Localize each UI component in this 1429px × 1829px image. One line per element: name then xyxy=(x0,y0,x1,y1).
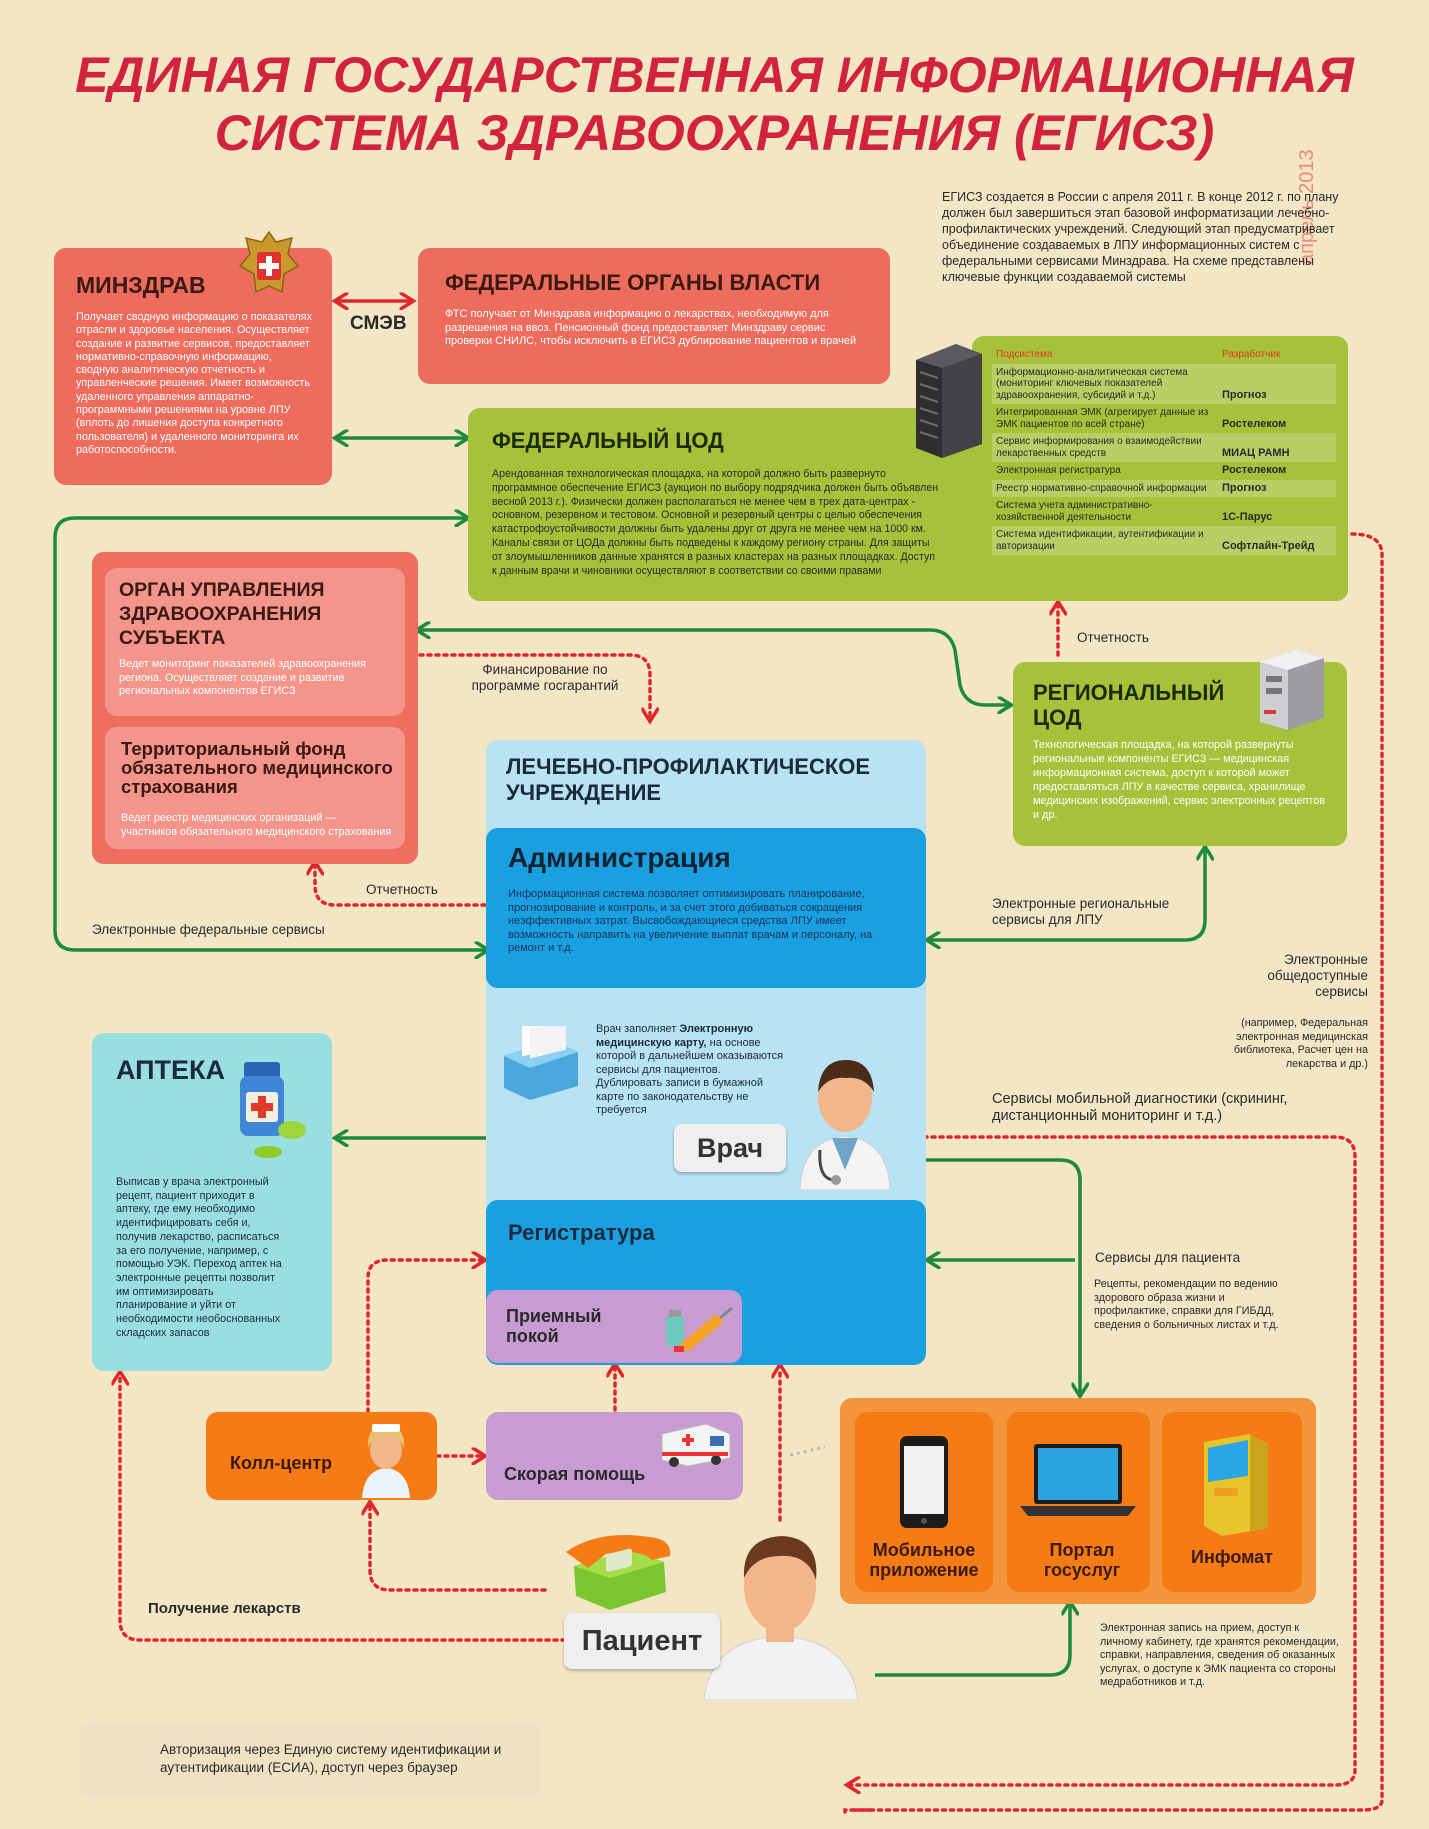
subsystems-panel: Подсистема Разработчик Информационно-ана… xyxy=(972,336,1348,601)
patient-services-label: Сервисы для пациента xyxy=(1095,1250,1241,1265)
regional-dpc-title: РЕГИОНАЛЬНЫЙ ЦОД xyxy=(1033,680,1225,730)
registry-title: Регистратура xyxy=(508,1220,655,1245)
doctor-label: Врач xyxy=(674,1124,786,1172)
subsystem-name: Система учета административно-хозяйствен… xyxy=(996,500,1153,523)
pharmacy-title: АПТЕКА xyxy=(116,1055,226,1085)
table-row: Электронная регистратура Ростелеком xyxy=(992,462,1336,480)
infomat-label: Инфомат xyxy=(1191,1547,1273,1567)
page-title: ЕДИНАЯ ГОСУДАРСТВЕННАЯ ИНФОРМАЦИОННАЯ СИ… xyxy=(0,46,1429,162)
doctor-text-prefix: Врач заполняет xyxy=(596,1023,680,1035)
doctor-text-bold: Электронную медицинскую карту, xyxy=(596,1023,754,1049)
federal-authorities-box: ФЕДЕРАЛЬНЫЕ ОРГАНЫ ВЛАСТИ ФТС получает о… xyxy=(418,248,890,384)
federal-dpc-text: Арендованная технологическая площадка, н… xyxy=(492,468,939,577)
subsystem-name: Информационно-аналитическая система (мон… xyxy=(992,363,1218,404)
regional-authority-title: ОРГАН УПРАВЛЕНИЯ ЗДРАВООХРАНЕНИЯ СУБЪЕКТ… xyxy=(119,579,325,649)
infomat-icon xyxy=(1204,1434,1268,1536)
regional-authority-box: ОРГАН УПРАВЛЕНИЯ ЗДРАВООХРАНЕНИЯ СУБЪЕКТ… xyxy=(105,568,405,716)
subsystems-table: Подсистема Разработчик Информационно-ана… xyxy=(992,346,1336,555)
ambulance-label: Скорая помощь xyxy=(504,1464,646,1484)
subsystem-developer: Софтлайн-Трейд xyxy=(1218,526,1336,555)
smartphone-icon xyxy=(900,1436,948,1528)
regional-dpc-box: РЕГИОНАЛЬНЫЙ ЦОД Технологическая площадк… xyxy=(1013,662,1347,846)
table-row: Система учета административно-хозяйствен… xyxy=(992,497,1336,526)
doctor-text: Врач заполняет Электронную медицинскую к… xyxy=(596,1023,786,1118)
table-row: Интегрированная ЭМК (агрегирует данные и… xyxy=(992,404,1336,433)
intro-text: ЕГИСЗ создается в России с апреля 2011 г… xyxy=(942,190,1339,284)
subsystem-developer: Ростелеком xyxy=(1222,417,1287,430)
call-center-label: Колл-центр xyxy=(230,1453,333,1473)
subsystem-developer: Прогноз xyxy=(1218,363,1336,404)
mobile-app-label: Мобильное приложение xyxy=(869,1540,979,1580)
mobile-diagnostics-label: Сервисы мобильной диагностики (скрининг,… xyxy=(992,1091,1288,1124)
minzdrav-text: Получает сводную информацию о показателя… xyxy=(76,311,313,456)
reporting-label-left: Отчетность xyxy=(366,882,438,897)
syringe-icon xyxy=(666,1306,733,1352)
subsystems-header-developer: Разработчик xyxy=(1222,349,1281,360)
patient-icon xyxy=(703,1536,859,1700)
regional-authority-text: Ведет мониторинг показателей здравоохран… xyxy=(119,658,367,697)
subsystem-name: Система идентификации, аутентификации и … xyxy=(992,526,1218,555)
nurse-icon xyxy=(362,1424,410,1498)
table-row: Информационно-аналитическая система (мон… xyxy=(992,363,1336,404)
legend-text: Авторизация через Единую систему идентиф… xyxy=(160,1742,502,1775)
pharmacy-box: АПТЕКА Выписав у врача электронный рецеп… xyxy=(92,1033,332,1371)
federal-services-label: Электронные федеральные сервисы xyxy=(92,922,325,937)
admin-box: Администрация Информационная система поз… xyxy=(486,828,926,988)
lpu-title: ЛЕЧЕБНО-ПРОФИЛАКТИЧЕСКОЕ УЧРЕЖДЕНИЕ xyxy=(506,754,871,805)
table-row: Система идентификации, аутентификации и … xyxy=(992,526,1336,555)
federal-authorities-title: ФЕДЕРАЛЬНЫЕ ОРГАНЫ ВЛАСТИ xyxy=(445,270,821,295)
laptop-icon xyxy=(1020,1444,1136,1516)
public-services-note: (например, Федеральная электронная медиц… xyxy=(1233,1017,1368,1070)
server-icon xyxy=(916,344,982,458)
gosuslugi-portal-label: Портал госуслуг xyxy=(1043,1540,1121,1580)
reception-title: Приемный покой xyxy=(506,1306,602,1346)
patient-label: Пациент xyxy=(564,1613,720,1669)
subsystems-header-row: Подсистема Разработчик xyxy=(992,346,1336,364)
doctor-icon xyxy=(799,1060,891,1190)
title-line-2: СИСТЕМА ЗДРАВООХРАНЕНИЯ (ЕГИСЗ) xyxy=(214,105,1215,161)
admin-text: Информационная система позволяет оптимиз… xyxy=(508,888,873,954)
subsystem-name: Сервис информирования о взаимодействии л… xyxy=(992,433,1218,462)
doctor-text-rest: на основе которой в дальнейшем оказывают… xyxy=(596,1036,784,1117)
federal-dpc-title: ФЕДЕРАЛЬНЫЙ ЦОД xyxy=(492,428,724,453)
subsystem-name: Реестр нормативно-справочной информации xyxy=(992,479,1218,497)
subsystems-header-system: Подсистема xyxy=(996,349,1053,360)
minzdrav-box: МИНЗДРАВ Получает сводную информацию о п… xyxy=(54,248,332,485)
minzdrav-title: МИНЗДРАВ xyxy=(76,272,206,298)
regional-services-label: Электронные региональные сервисы для ЛПУ xyxy=(992,896,1170,927)
ambulance-icon xyxy=(661,1423,731,1467)
subsystem-developer: МИАЦ РАМН xyxy=(1218,433,1336,462)
get-medicines-label: Получение лекарств xyxy=(148,1600,301,1617)
subsystem-developer: 1С-Парус xyxy=(1222,510,1273,523)
regional-dpc-text: Технологическая площадка, на которой раз… xyxy=(1033,739,1326,821)
server-small-icon xyxy=(1260,650,1324,730)
subsystem-name: Интегрированная ЭМК (агрегирует данные и… xyxy=(996,407,1209,430)
emblem-icon xyxy=(238,230,300,294)
title-line-1: ЕДИНАЯ ГОСУДАРСТВЕННАЯ ИНФОРМАЦИОННАЯ xyxy=(75,47,1354,103)
admin-title: Администрация xyxy=(508,842,731,873)
tfoms-box: Территориальный фонд обязательного медиц… xyxy=(105,727,405,849)
subsystem-name: Электронная регистратура xyxy=(996,465,1121,476)
card-file-icon xyxy=(504,1026,578,1100)
patient-services-note: Рецепты, рекомендации по ведению здорово… xyxy=(1094,1278,1279,1331)
subsystem-developer: Ростелеком xyxy=(1222,464,1287,476)
phone-icon xyxy=(566,1535,671,1610)
financing-label: Финансирование по программе госгарантий xyxy=(471,662,619,693)
public-services-label: Электронные общедоступные сервисы xyxy=(1267,952,1368,999)
tfoms-text: Ведет реестр медицинских организаций — у… xyxy=(121,812,392,838)
tfoms-title: Территориальный фонд обязательного медиц… xyxy=(121,738,393,797)
subsystem-developer: Прогноз xyxy=(1218,479,1336,497)
pharmacy-text: Выписав у врача электронный рецепт, паци… xyxy=(116,1176,282,1339)
reporting-label-top: Отчетность xyxy=(1077,630,1149,645)
medicine-icon xyxy=(240,1062,306,1158)
federal-authorities-text: ФТС получает от Минздрава информацию о л… xyxy=(445,308,857,347)
e-appointment-label: Электронная запись на прием, доступ к ли… xyxy=(1100,1622,1339,1688)
reception-box: Приемный покой xyxy=(486,1290,742,1363)
table-row: Сервис информирования о взаимодействии л… xyxy=(992,433,1336,462)
ambulance-box[interactable]: Скорая помощь xyxy=(486,1412,743,1500)
legend-box xyxy=(80,1725,540,1795)
smev-label: СМЭВ xyxy=(350,313,407,334)
